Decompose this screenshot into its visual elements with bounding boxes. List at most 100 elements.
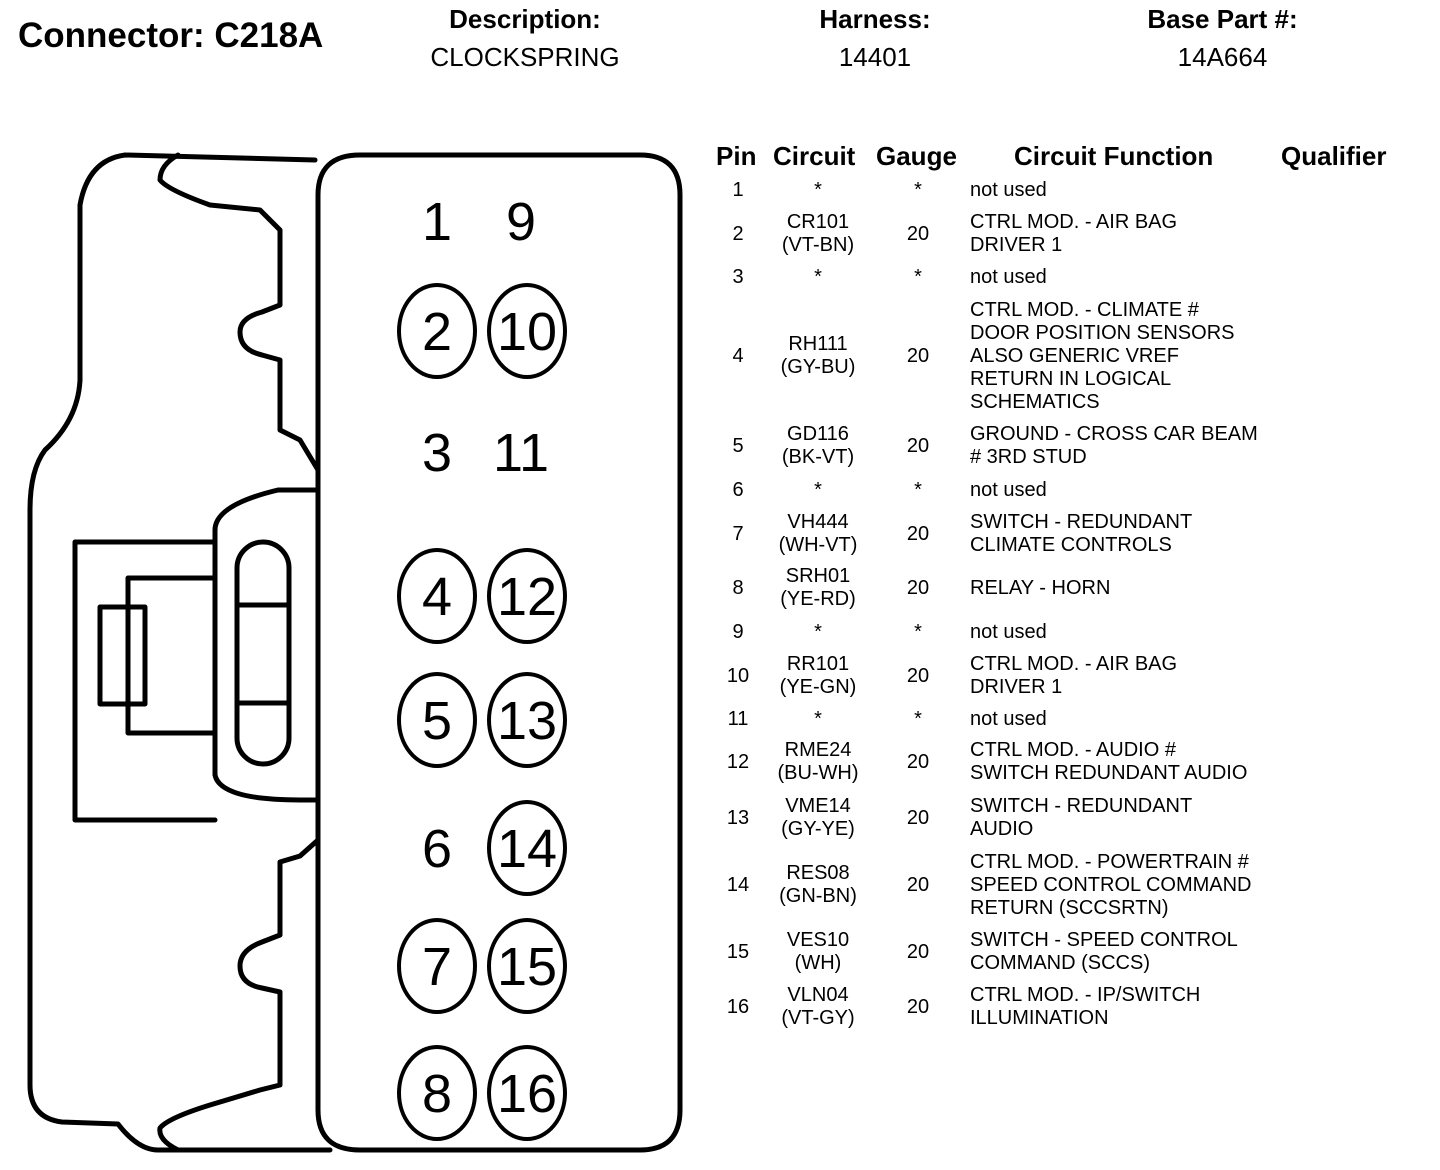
table-cell-pin: 13 bbox=[708, 807, 768, 830]
table-cell-pin: 3 bbox=[708, 266, 768, 289]
pin-number-label: 3 bbox=[422, 423, 452, 483]
table-cell-gauge: 20 bbox=[878, 996, 958, 1019]
table-cell-pin: 9 bbox=[708, 621, 768, 644]
table-cell-gauge-line: 20 bbox=[906, 222, 930, 245]
table-cell-function-line: RETURN (SCCSRTN) bbox=[970, 896, 1169, 919]
col-header-circuit: Circuit bbox=[773, 141, 856, 171]
table-cell-pin-line: 9 bbox=[732, 620, 744, 643]
description-label: Description: bbox=[449, 4, 601, 34]
table-cell-circuit-line: SRH01 bbox=[785, 565, 851, 587]
table-cell-gauge: 20 bbox=[878, 665, 958, 688]
table-cell-gauge: 20 bbox=[878, 345, 958, 368]
table-cell-circuit-line: RME24 bbox=[784, 739, 852, 761]
table-cell-circuit-line: (GY-BU) bbox=[780, 356, 856, 378]
table-cell-circuit: RES08(GN-BN) bbox=[760, 862, 876, 908]
pin-number-label: 13 bbox=[497, 691, 557, 751]
table-cell-circuit-line: (WH-VT) bbox=[778, 534, 858, 556]
col-header-function: Circuit Function bbox=[1014, 141, 1214, 171]
table-cell-function-line: not used bbox=[970, 620, 1047, 643]
base-part-value: 14A664 bbox=[1177, 42, 1268, 72]
table-cell-pin-line: 12 bbox=[726, 750, 750, 773]
table-cell-pin: 5 bbox=[708, 435, 768, 458]
table-cell-function-line: SWITCH REDUNDANT AUDIO bbox=[970, 762, 1248, 784]
table-cell-pin-line: 6 bbox=[732, 478, 744, 501]
table-cell-function: not used bbox=[970, 621, 1300, 644]
table-cell-circuit-line: (WH) bbox=[794, 952, 842, 974]
table-cell-circuit: CR101(VT-BN) bbox=[760, 211, 876, 257]
table-cell-gauge: 20 bbox=[878, 523, 958, 546]
table-cell-function-line: COMMAND (SCCS) bbox=[970, 952, 1150, 974]
table-cell-function-line: SWITCH - SPEED CONTROL bbox=[970, 929, 1238, 951]
pin-cavity-circle bbox=[487, 672, 567, 768]
latch-bar bbox=[72, 539, 218, 823]
table-cell-function-line: DRIVER 1 bbox=[970, 234, 1063, 256]
pin-number-label: 5 bbox=[422, 691, 452, 751]
table-cell-gauge-line: 20 bbox=[906, 940, 930, 963]
pin-cavity-circle bbox=[397, 672, 477, 768]
pin-cavity-circle bbox=[397, 918, 477, 1014]
harness-block: Harness: 14401 bbox=[775, 4, 975, 72]
table-cell-circuit-line: * bbox=[814, 707, 822, 730]
table-cell-circuit: RR101(YE-GN) bbox=[760, 653, 876, 699]
pin-cavity-circle bbox=[487, 283, 567, 379]
table-cell-circuit-line: * bbox=[814, 478, 822, 501]
table-cell-circuit-line: (YE-GN) bbox=[779, 676, 857, 698]
keying-tab bbox=[212, 487, 321, 803]
table-cell-pin-line: 8 bbox=[732, 576, 744, 599]
table-cell-circuit: VME14(GY-YE) bbox=[760, 795, 876, 841]
table-cell-pin-line: 11 bbox=[727, 707, 749, 730]
table-cell-function-line: SWITCH - REDUNDANT bbox=[970, 795, 1193, 817]
table-cell-circuit-line: VES10 bbox=[786, 929, 850, 951]
table-cell-function: not used bbox=[970, 266, 1300, 289]
table-cell-circuit-line: (VT-GY) bbox=[781, 1007, 855, 1029]
connector-title: Connector: C218A bbox=[18, 16, 324, 55]
pin-cavity-circle bbox=[397, 548, 477, 644]
table-cell-function-line: DRIVER 1 bbox=[970, 676, 1063, 698]
table-cell-pin: 15 bbox=[708, 941, 768, 964]
table-cell-function-line: not used bbox=[970, 478, 1047, 501]
table-cell-circuit: * bbox=[760, 179, 876, 202]
table-cell-circuit: * bbox=[760, 479, 876, 502]
pin-number-label: 6 bbox=[422, 819, 452, 879]
table-cell-function-line: CTRL MOD. - CLIMATE # bbox=[970, 298, 1199, 321]
base-part-block: Base Part #: 14A664 bbox=[1110, 4, 1335, 72]
table-cell-circuit-line: RR101 bbox=[786, 653, 850, 675]
table-cell-pin: 16 bbox=[708, 996, 768, 1019]
table-cell-circuit: * bbox=[760, 266, 876, 289]
pin-number-label: 8 bbox=[422, 1064, 452, 1124]
pin-cavity-circle bbox=[487, 1045, 567, 1141]
table-cell-gauge: 20 bbox=[878, 941, 958, 964]
table-cell-gauge-line: 20 bbox=[906, 873, 930, 896]
upper-latch bbox=[157, 152, 321, 473]
table-cell-gauge: * bbox=[878, 479, 958, 502]
table-cell-circuit: * bbox=[760, 708, 876, 731]
table-cell-circuit: VES10(WH) bbox=[760, 929, 876, 975]
table-cell-gauge-line: 20 bbox=[906, 664, 930, 687]
table-cell-function: RELAY - HORN bbox=[970, 577, 1300, 600]
table-cell-pin-line: 14 bbox=[726, 873, 750, 896]
table-cell-circuit-line: GD116 bbox=[787, 423, 849, 445]
table-cell-circuit-line: * bbox=[814, 620, 822, 643]
table-cell-gauge: * bbox=[878, 266, 958, 289]
table-cell-pin-line: 3 bbox=[732, 265, 744, 288]
table-cell-pin-line: 16 bbox=[726, 995, 750, 1018]
table-cell-circuit-line: (GY-YE) bbox=[781, 818, 855, 840]
table-cell-function-line: # 3RD STUD bbox=[970, 446, 1087, 468]
table-cell-gauge: 20 bbox=[878, 223, 958, 246]
table-cell-function-line: SWITCH - REDUNDANT bbox=[970, 511, 1193, 533]
table-cell-gauge: 20 bbox=[878, 577, 958, 600]
table-cell-pin-line: 7 bbox=[732, 522, 744, 545]
table-cell-gauge: 20 bbox=[878, 751, 958, 774]
table-cell-function: CTRL MOD. - CLIMATE #DOOR POSITION SENSO… bbox=[970, 299, 1300, 414]
pin-number-label: 2 bbox=[422, 302, 452, 362]
table-cell-gauge-line: * bbox=[914, 265, 922, 288]
table-cell-function-line: not used bbox=[970, 707, 1047, 730]
col-header-qualifier: Qualifier bbox=[1281, 141, 1387, 171]
table-cell-circuit: * bbox=[760, 621, 876, 644]
table-cell-function-line: CLIMATE CONTROLS bbox=[970, 534, 1172, 556]
table-cell-pin-line: 10 bbox=[726, 664, 750, 687]
table-cell-circuit-line: VME14 bbox=[785, 795, 851, 817]
table-cell-gauge: 20 bbox=[878, 435, 958, 458]
table-cell-circuit-line: VLN04 bbox=[787, 984, 849, 1006]
